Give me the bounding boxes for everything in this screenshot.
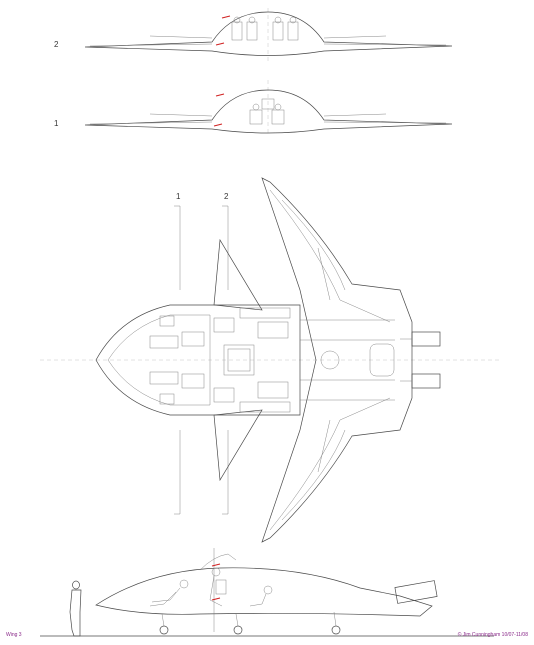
section-1-occupants: [249, 98, 285, 125]
red-marker-arrow: [215, 93, 225, 97]
cabin-interior: [149, 307, 395, 413]
footer-credit: © Jim Cunningham 10/07-11/08: [457, 632, 528, 638]
plan-cut-label-2: 2: [224, 192, 229, 201]
human-scale-figure: [69, 580, 82, 637]
plan-cut-label-1: 1: [176, 192, 181, 201]
side-profile: [40, 548, 494, 637]
side-occupants: [149, 567, 273, 607]
landing-gear: [159, 611, 341, 635]
section-label-1: 1: [54, 119, 59, 128]
side-engine-nacelle: [394, 580, 438, 604]
lower-canard: [213, 409, 263, 482]
side-fuselage-outline: [95, 567, 433, 617]
lower-engine-nacelle: [411, 373, 441, 389]
red-marker-arrow: [211, 563, 221, 567]
upper-canard: [213, 238, 263, 311]
upper-engine-nacelle: [411, 331, 441, 347]
center-console: [223, 344, 255, 376]
red-marker-arrow: [221, 15, 231, 19]
section-2-occupants: [231, 16, 299, 41]
main-wing-planform: [261, 177, 413, 543]
red-marker-arrow: [215, 42, 225, 46]
fuselage-outline: [95, 304, 301, 416]
plan-view: [40, 177, 500, 543]
red-marker-arrow: [213, 123, 223, 127]
footer-title: Wing 3: [6, 632, 22, 638]
cockpit-outline: [107, 314, 211, 406]
section-label-2: 2: [54, 40, 59, 49]
section-cut-markers: [174, 205, 229, 515]
cross-section-2: [84, 8, 453, 62]
red-marker-arrow: [211, 597, 221, 601]
cross-section-1: [84, 80, 453, 135]
